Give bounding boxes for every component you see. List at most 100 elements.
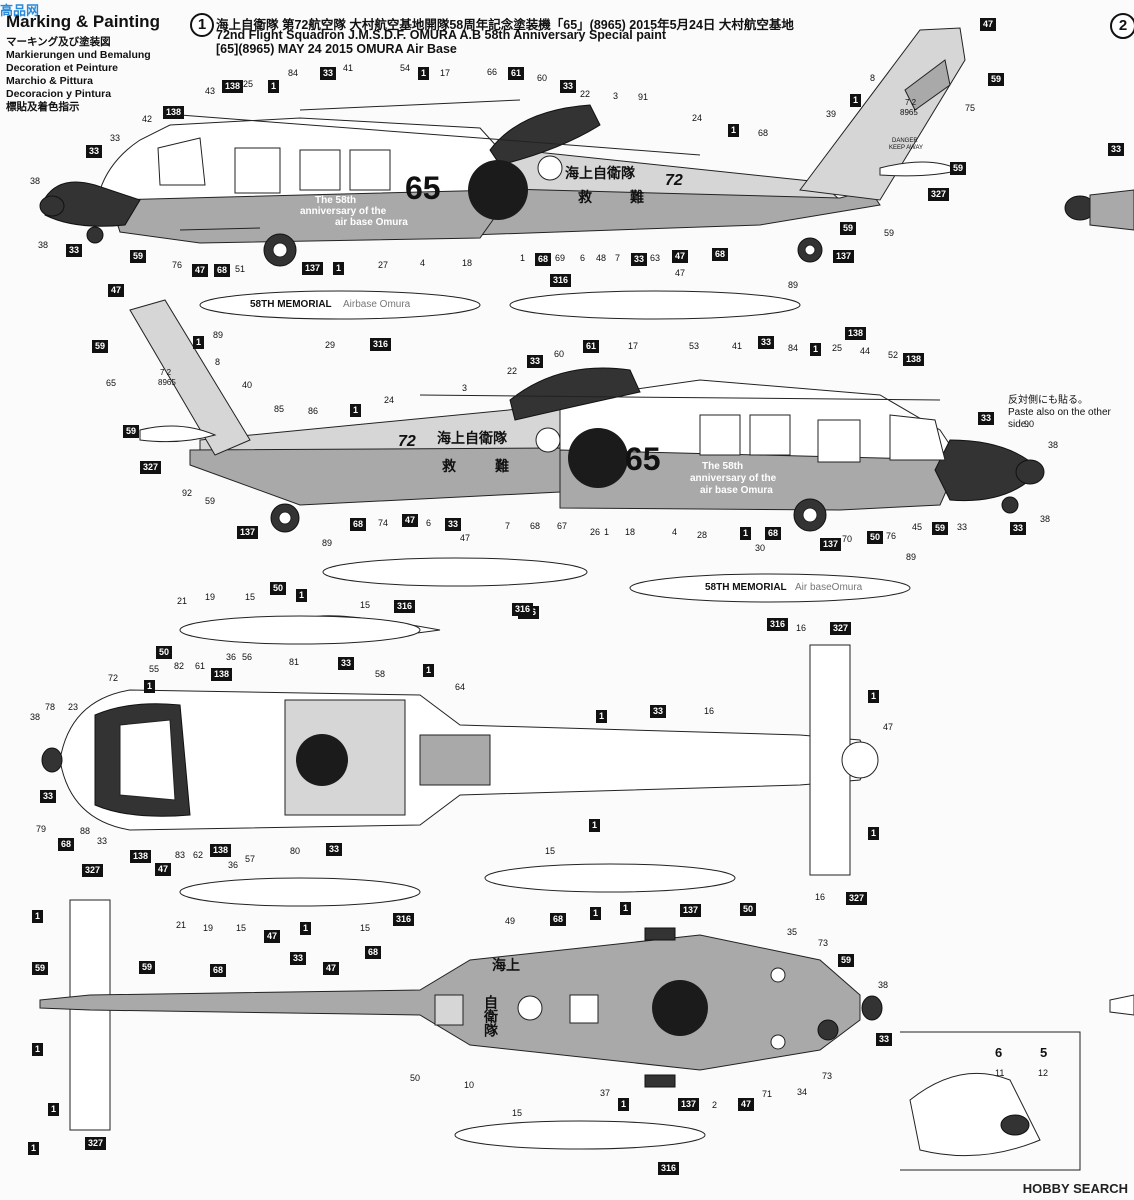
anniversary-text-r1: The 58th xyxy=(702,461,744,472)
callout-number: 68 xyxy=(365,946,382,959)
stabilizer-r xyxy=(139,425,217,443)
callout-number: 33 xyxy=(338,657,355,670)
callout-number: 1 xyxy=(810,343,822,356)
callout-number: 7 xyxy=(505,521,511,531)
anniversary-text-3: air base Omura xyxy=(335,217,408,228)
lang-label-cn: 標貼及着色指示 xyxy=(6,101,80,113)
side-view-right xyxy=(129,299,1045,533)
cockpit-window-r xyxy=(889,414,946,461)
danger-text: DANGER xyxy=(892,138,918,144)
callout-number: 59 xyxy=(205,496,216,506)
callout-number: 1 xyxy=(32,910,44,923)
anniversary-text-1: The 58th xyxy=(315,195,357,206)
callout-number: 33 xyxy=(66,244,83,257)
callout-number: 36 xyxy=(228,860,239,870)
detail-label-12: 12 xyxy=(1038,1068,1049,1078)
callout-number: 63 xyxy=(650,253,661,263)
callout-number: 327 xyxy=(928,188,950,201)
callout-number: 1 xyxy=(850,94,862,107)
top-engine-panel xyxy=(419,734,491,786)
callout-number: 33 xyxy=(326,843,343,856)
callout-number: 1 xyxy=(728,124,740,137)
tail-boom-lower-r xyxy=(189,447,561,506)
callout-number: 1 xyxy=(620,902,632,915)
callout-number: 24 xyxy=(692,113,703,123)
callout-number: 138 xyxy=(130,850,152,863)
detail-cockpit xyxy=(909,1072,1041,1157)
paste-note: 反対側にも貼る。 Paste also on the other side. xyxy=(1008,395,1134,431)
header-line-date: [65](8965) MAY 24 2015 OMURA Air Base xyxy=(216,42,457,56)
callout-number: 327 xyxy=(85,1137,107,1150)
anniversary-text-r3: air base Omura xyxy=(700,485,773,496)
callout-number: 16 xyxy=(796,623,807,633)
callout-number: 33 xyxy=(445,518,462,531)
rescue-text-r1: 救 xyxy=(442,458,456,474)
callout-number: 37 xyxy=(600,1088,611,1098)
callout-number: 10 xyxy=(464,1080,475,1090)
right-partial-column xyxy=(1064,189,1134,1016)
bottom-hinomaru xyxy=(652,980,708,1036)
callout-number: 1 xyxy=(618,1098,630,1111)
callout-number: 1 xyxy=(48,1103,60,1116)
callout-number: 327 xyxy=(140,461,162,474)
detail-label-11: 11 xyxy=(995,1068,1005,1078)
tail-code-r1: 7 2 xyxy=(160,368,172,377)
callout-number: 327 xyxy=(830,622,852,635)
rescue-emblem-r xyxy=(535,427,561,453)
callout-number: 1 xyxy=(350,404,362,417)
callout-number: 42 xyxy=(142,114,153,124)
nose-wheel-r xyxy=(1001,496,1019,514)
callout-number: 21 xyxy=(177,596,188,606)
callout-number: 1 xyxy=(28,1142,40,1155)
watermark-logo: 高品网 xyxy=(0,3,40,18)
callout-number: 137 xyxy=(820,538,842,551)
callout-number: 1 xyxy=(32,1043,44,1056)
callout-number: 89 xyxy=(322,538,333,548)
callout-number: 22 xyxy=(580,89,591,99)
callout-number: 82 xyxy=(174,661,185,671)
callout-number: 41 xyxy=(343,63,354,73)
callout-number: 33 xyxy=(560,80,577,93)
callout-number: 24 xyxy=(384,395,395,405)
callout-number: 47 xyxy=(155,863,172,876)
lang-label-es: Decoracion y Pintura xyxy=(6,88,112,100)
callout-number: 71 xyxy=(762,1089,773,1099)
callout-number: 41 xyxy=(732,341,743,351)
anniversary-text-r2: anniversary of the xyxy=(690,473,777,484)
detail-inset xyxy=(900,1031,1081,1171)
callout-number: 8 xyxy=(215,357,221,367)
header-line-jp: 海上自衛隊 第72航空隊 大村航空基地開隊58周年記念塗装機「65」(8965)… xyxy=(216,18,794,32)
callout-number: 88 xyxy=(80,826,91,836)
callout-number: 316 xyxy=(550,274,572,287)
bottom-window xyxy=(517,995,543,1021)
callout-number: 64 xyxy=(455,682,466,692)
callout-number: 33 xyxy=(876,1033,893,1046)
callout-number: 33 xyxy=(527,355,544,368)
anniversary-text-2: anniversary of the xyxy=(300,206,387,217)
callout-number: 68 xyxy=(535,253,552,266)
callout-number: 59 xyxy=(884,228,895,238)
callout-number: 60 xyxy=(537,73,548,83)
callout-number: 91 xyxy=(638,92,649,102)
callout-number: 50 xyxy=(867,531,884,544)
callout-number: 69 xyxy=(555,253,566,263)
callout-number: 47 xyxy=(738,1098,755,1111)
callout-number: 79 xyxy=(36,824,47,834)
hinomaru-marking-r xyxy=(568,428,628,488)
top-tank-lower xyxy=(179,877,421,907)
callout-number: 76 xyxy=(172,260,183,270)
paste-note-en: Paste also on the other side. xyxy=(1008,407,1111,430)
callout-number: 138 xyxy=(210,844,232,857)
callout-number: 62 xyxy=(193,850,204,860)
cabin-window-1 xyxy=(299,149,341,191)
rotor-blade-2 xyxy=(299,99,521,111)
callout-number: 137 xyxy=(678,1098,700,1111)
callout-number: 47 xyxy=(672,250,689,263)
engine-cowl-r xyxy=(509,367,641,421)
callout-number: 90 xyxy=(1024,419,1035,429)
scheme-number-badge-2: 2 xyxy=(1110,13,1134,39)
callout-number: 36 xyxy=(226,652,237,662)
callout-number: 1 xyxy=(590,907,602,920)
callout-number: 2 xyxy=(712,1100,718,1110)
callout-number: 1 xyxy=(268,80,280,93)
